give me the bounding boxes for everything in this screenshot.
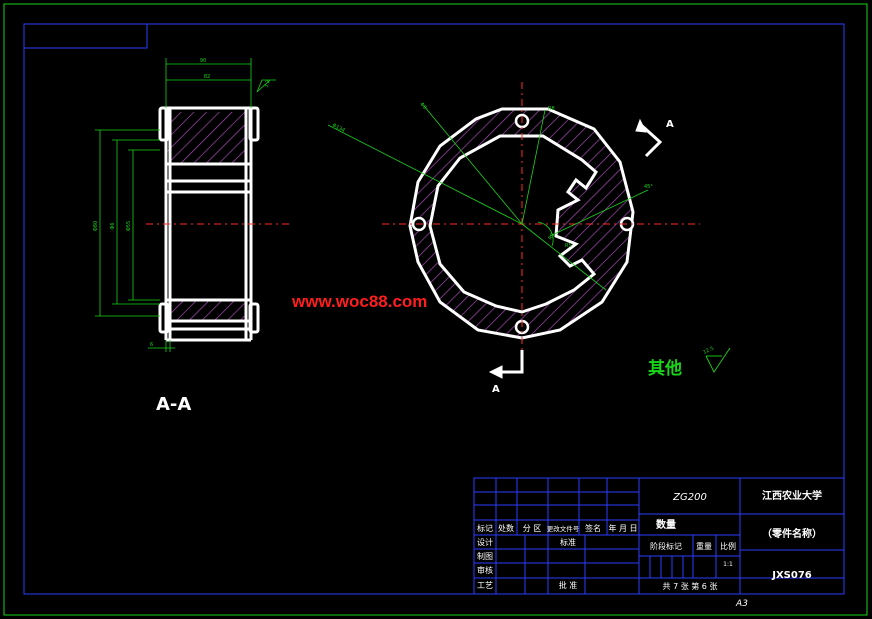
material: ZG200 [672, 492, 707, 503]
dim-hole-dia: Φ8 [418, 101, 427, 110]
dim-small-radius: R8 [548, 106, 555, 112]
sheet-info: 共 7 张 第 6 张 [663, 581, 718, 591]
header-zone: 分 区 [523, 524, 542, 533]
stage-label: 阶段标记 [650, 541, 682, 551]
section-hatch-bottom [166, 300, 246, 321]
corner-tag-box [23, 23, 148, 49]
roughness-other-value: 12.5 [702, 346, 715, 356]
approve-label: 批 准 [559, 580, 578, 590]
dim-left-outer: Φ80 [93, 221, 99, 231]
section-arrow-top-label: A [666, 119, 674, 130]
dim-large-dia: Φ134 [331, 122, 346, 133]
weight-label: 重量 [696, 541, 712, 551]
section-view: 90 82 3.2 Φ80 Φ6 Φ55 6 A-A [93, 58, 292, 415]
roughness-other-label: 其他 [648, 358, 682, 379]
school-name: 江西农业大学 [762, 489, 822, 502]
outer-border [3, 3, 868, 616]
drawing-number: JXS076 [771, 570, 812, 581]
drawn-label: 制图 [477, 551, 493, 561]
title-block: ZG200 江西农业大学 （零件名称） JXS076 数量 标记 处数 分 区 … [473, 477, 845, 609]
inner-frame [23, 23, 845, 595]
watermark: www.woc88.com [291, 292, 427, 311]
sheet-size: A3 [735, 599, 748, 609]
section-hatch-top [166, 112, 246, 164]
review-label: 审核 [477, 565, 493, 575]
part-name: （零件名称） [762, 527, 822, 540]
dim-left-mid: Φ6 [110, 222, 116, 229]
section-arrow-top [635, 118, 663, 158]
plan-view: Φ134 Φ8 R8 45° R3 R5 A A [327, 82, 700, 395]
scale-label: 比例 [720, 541, 736, 551]
dim-top-inner: 82 [204, 74, 210, 80]
roughness-symbol [705, 347, 731, 373]
design-label: 设计 [477, 537, 493, 547]
header-date: 年 月 日 [608, 523, 637, 533]
dim-radius-a: R3 [548, 232, 557, 241]
section-arrow-bottom-label: A [492, 384, 500, 395]
dim-bottom: 6 [150, 342, 153, 348]
dim-radius-b: R5 [565, 243, 572, 249]
quantity-label: 数量 [656, 518, 676, 531]
section-label: A-A [156, 394, 191, 415]
section-arrow-bottom [488, 350, 524, 379]
header-signature: 签名 [585, 523, 601, 533]
dim-angle: 45° [644, 184, 653, 190]
standard-label: 标准 [560, 537, 576, 547]
dim-top-outer: 90 [200, 58, 206, 64]
craft-label: 工艺 [477, 581, 493, 590]
dim-left-inner: Φ55 [126, 221, 132, 231]
roughness-top-value: 3.2 [263, 79, 271, 89]
scale-value: 1:1 [723, 561, 733, 568]
header-change-doc: 更改文件号 [547, 524, 580, 533]
header-mark: 标记 [477, 523, 493, 533]
header-count: 处数 [498, 523, 514, 533]
